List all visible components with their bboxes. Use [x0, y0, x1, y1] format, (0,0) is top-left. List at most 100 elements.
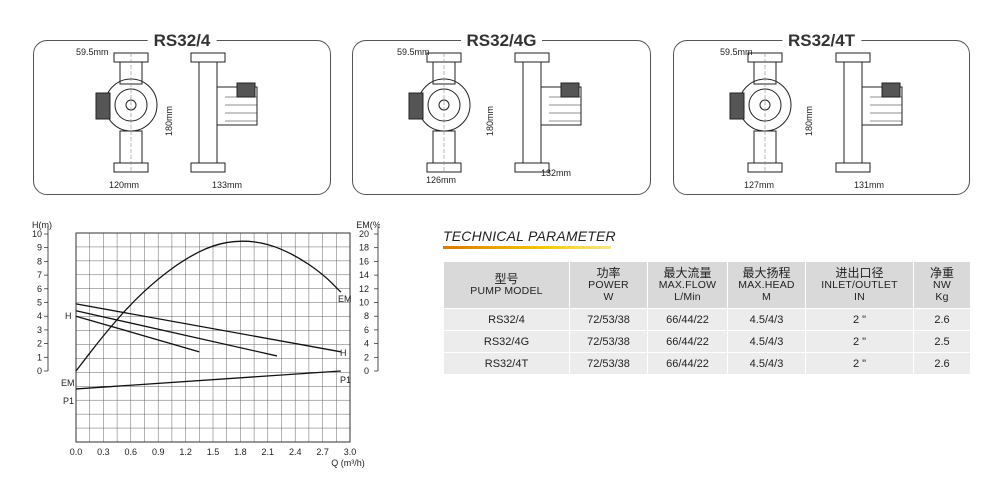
- pump-side-view: [835, 52, 903, 173]
- y-left-tick-label: 2: [37, 339, 42, 349]
- chart-curves: [75, 240, 342, 390]
- inlet-flange: [190, 162, 226, 173]
- table-cell: 2 ": [805, 352, 914, 375]
- y-right-tick-label: 14: [359, 270, 369, 280]
- table-cell: 2.6: [913, 308, 971, 331]
- table-cell: 4.5/4/3: [727, 352, 806, 375]
- outlet-flange: [835, 52, 871, 63]
- tech-title-underline: [443, 246, 611, 249]
- y-right-axis-label: EM(%): [356, 220, 380, 230]
- inlet-flange: [835, 162, 871, 173]
- front-width-dim: 120mm: [109, 180, 139, 190]
- h-label-right: H: [340, 348, 347, 358]
- pump-panel-title: RS32/4G: [460, 31, 543, 51]
- chart-grid: [75, 232, 351, 443]
- pump-panel-rs32-4t: RS32/4T 59.5mm 180mm 127mm 131mm: [673, 31, 970, 195]
- x-tick-label: 1.5: [207, 447, 220, 457]
- curve-h-2: [75, 315, 200, 353]
- y-right-tick-label: 8: [364, 311, 369, 321]
- y-right-tick-label: 20: [359, 229, 369, 239]
- y-left-tick-label: 5: [37, 298, 42, 308]
- em-label-left: EM: [61, 378, 75, 388]
- y-left-tick-label: 10: [32, 229, 42, 239]
- side-width-dim: 132mm: [541, 168, 571, 178]
- front-width-dim: 127mm: [744, 180, 774, 190]
- height-dim: 180mm: [485, 106, 495, 136]
- pump-panel-rs32-4: RS32/4 59.5mm 180mm 120mm 133mm: [33, 31, 331, 195]
- pipe-body: [522, 61, 542, 164]
- y-left-tick-label: 1: [37, 352, 42, 362]
- pump-front-view: [729, 52, 792, 173]
- plot-frame: [75, 232, 351, 443]
- y-left-tick-label: 3: [37, 325, 42, 335]
- y-right-tick-label: 6: [364, 325, 369, 335]
- pump-front-view: [408, 52, 471, 173]
- x-tick-label: 1.2: [179, 447, 192, 457]
- terminal-box: [95, 92, 111, 120]
- p1-label-left: P1: [63, 396, 74, 406]
- pump-front-view: [95, 52, 158, 173]
- table-row: RS32/4T 72/53/38 66/44/22 4.5/4/3 2 " 2.…: [443, 352, 971, 375]
- table-cell: 66/44/22: [647, 352, 728, 375]
- pipe-body: [198, 61, 218, 164]
- x-tick-label: 2.1: [262, 447, 275, 457]
- x-tick-label: 2.4: [289, 447, 302, 457]
- y-left-tick-label: 4: [37, 311, 42, 321]
- table-cell: 2 ": [805, 308, 914, 331]
- shaft-dim: 59.5mm: [397, 47, 430, 57]
- x-tick-label: 1.8: [234, 447, 247, 457]
- curve-h-1: [75, 310, 278, 357]
- table-cell: RS32/4T: [443, 352, 570, 375]
- table-cell: 72/53/38: [569, 330, 648, 353]
- y-right-tick-label: 0: [364, 366, 369, 376]
- pump-drawing: 59.5mm 180mm 120mm 133mm: [76, 47, 258, 190]
- table-cell: 4.5/4/3: [727, 308, 806, 331]
- terminal-box: [408, 92, 424, 120]
- y-right-tick-label: 2: [364, 352, 369, 362]
- x-tick-label: 0.6: [125, 447, 138, 457]
- em-label-right: EM: [338, 294, 352, 304]
- pump-drawing: 59.5mm 180mm 126mm 132mm: [397, 47, 582, 185]
- table-row: RS32/4 72/53/38 66/44/22 4.5/4/3 2 " 2.6: [443, 308, 971, 331]
- p1-label-right: P1: [340, 375, 351, 385]
- pump-drawing: 59.5mm 180mm 127mm 131mm: [720, 47, 903, 190]
- pump-side-view: [514, 52, 582, 173]
- x-tick-label: 3.0: [344, 447, 357, 457]
- y-left-axis-label: H(m): [32, 220, 52, 230]
- x-axis-label: Q (m³/h): [331, 458, 365, 468]
- pump-panel-rs32-4g: RS32/4G 59.5mm 180mm 126mm 132mm: [352, 31, 651, 195]
- table-cell: 2.6: [913, 352, 971, 375]
- pipe-body: [843, 61, 863, 164]
- table-cell: RS32/4G: [443, 330, 570, 353]
- y-right-tick-label: 10: [359, 298, 369, 308]
- height-dim: 180mm: [804, 106, 814, 136]
- side-width-dim: 133mm: [212, 180, 242, 190]
- y-left-tick-label: 8: [37, 256, 42, 266]
- h-label-left: H: [65, 311, 72, 321]
- inlet-flange: [514, 162, 550, 173]
- front-width-dim: 126mm: [426, 175, 456, 185]
- table-cell: RS32/4: [443, 308, 570, 331]
- x-tick-label: 2.7: [316, 447, 329, 457]
- table-cell: 72/53/38: [569, 308, 648, 331]
- table-cell: 66/44/22: [647, 308, 728, 331]
- y-right-tick-label: 4: [364, 339, 369, 349]
- shaft-dim: 59.5mm: [76, 47, 109, 57]
- table-cell: 66/44/22: [647, 330, 728, 353]
- outlet-flange: [190, 52, 226, 63]
- terminal-box: [729, 92, 745, 120]
- tech-title: TECHNICAL PARAMETER: [443, 228, 616, 244]
- y-right-tick-label: 12: [359, 284, 369, 294]
- x-tick-label: 0.3: [97, 447, 110, 457]
- pump-panel-title: RS32/4T: [781, 31, 862, 51]
- curve-h: [75, 303, 341, 353]
- table-row: RS32/4G 72/53/38 66/44/22 4.5/4/3 2 " 2.…: [443, 330, 971, 353]
